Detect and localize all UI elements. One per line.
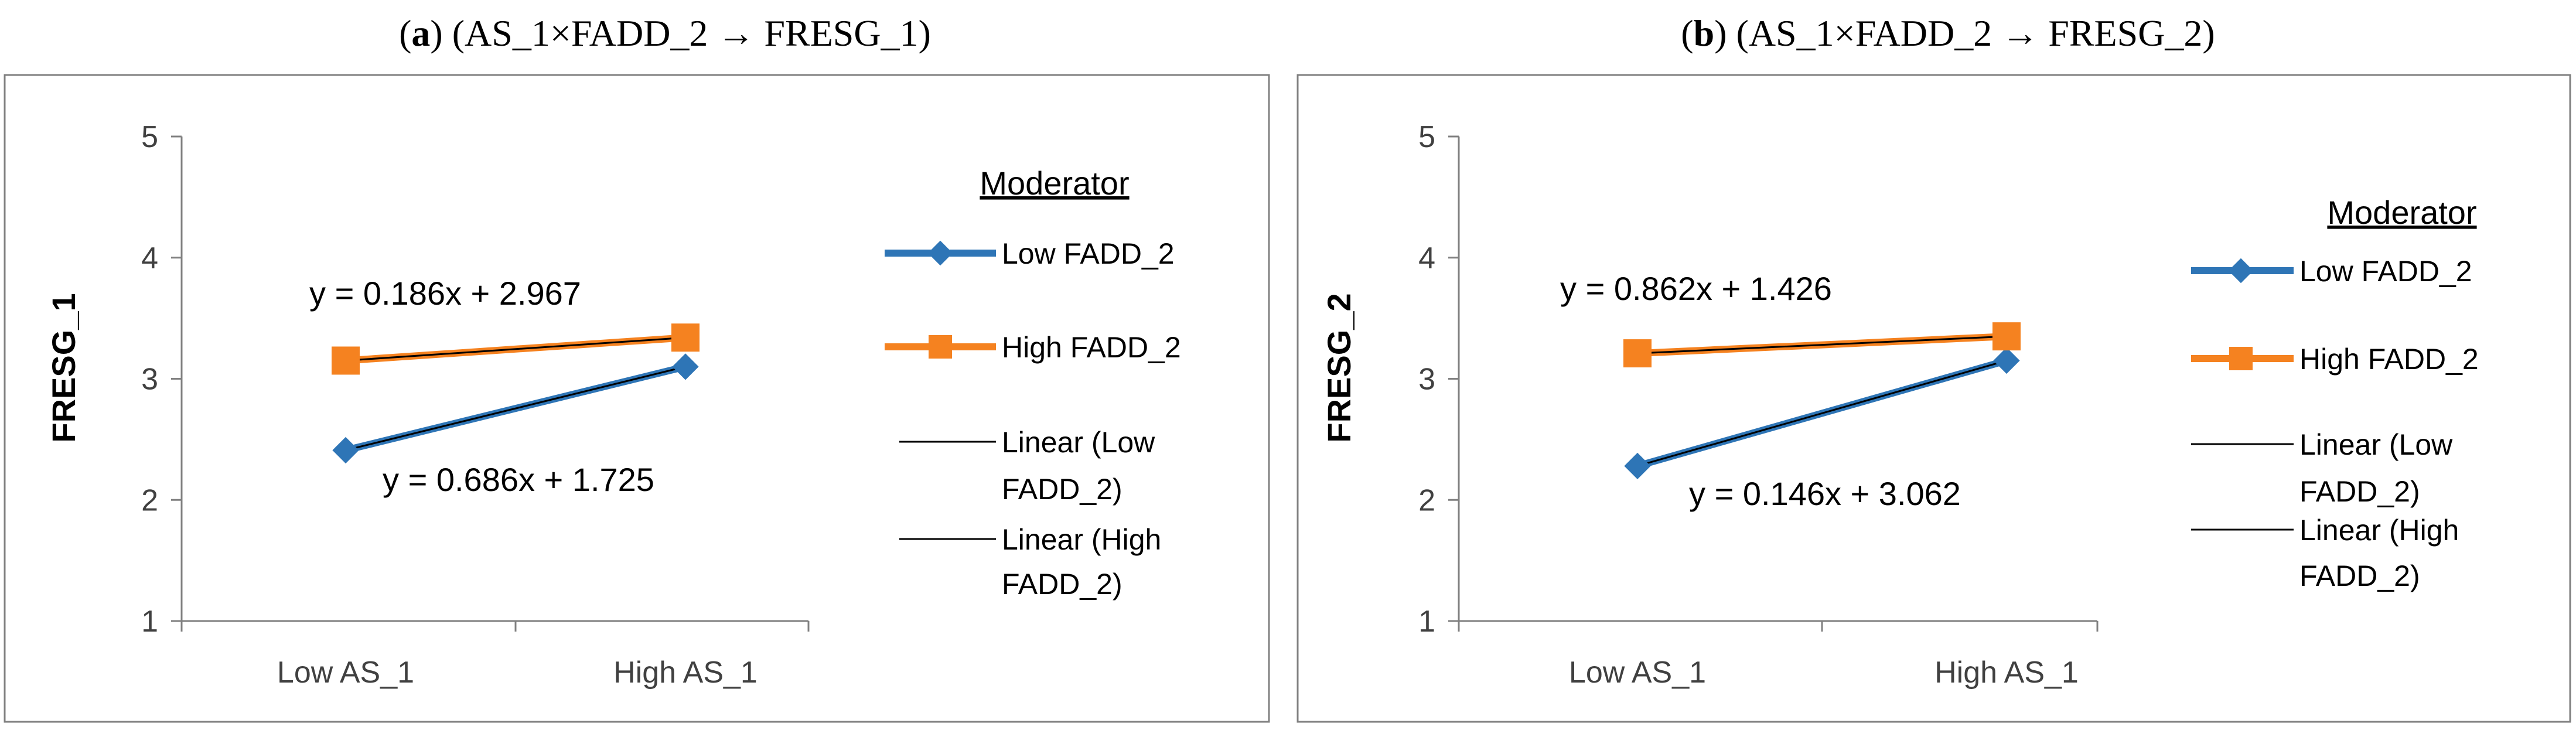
panel-a-legend-linear-high-1: Linear (High bbox=[1002, 523, 1161, 556]
panel-b-legend-marker-high bbox=[2229, 347, 2253, 370]
panel-a-equation-low: y = 0.686x + 1.725 bbox=[383, 461, 654, 498]
panel-b-legend-linear-high-2: FADD_2) bbox=[2299, 560, 2420, 592]
panel-b-title: (b) (AS_1×FADD_2 → FRESG_2) bbox=[1681, 12, 2215, 54]
panel-a-x-tick-label: Low AS_1 bbox=[277, 656, 414, 690]
panel-b-legend-high: High FADD_2 bbox=[2299, 343, 2479, 376]
panel-b-point-high-fadd-2 bbox=[1992, 322, 2021, 351]
panel-b-y-tick-label: 2 bbox=[1418, 483, 1435, 517]
panel-b-trendline-high-fadd-2 bbox=[1637, 335, 2007, 354]
panel-b-point-high-fadd-2 bbox=[1623, 339, 1652, 368]
panel-b-legend-linear-low-1: Linear (Low bbox=[2299, 428, 2453, 461]
panel-b-legend-marker-low bbox=[2228, 258, 2254, 284]
panel-b-x-tick-label: Low AS_1 bbox=[1569, 656, 1706, 690]
panel-b-x-ticks: Low AS_1 High AS_1 bbox=[1458, 621, 2099, 690]
panel-a-legend-linear-high-2: FADD_2) bbox=[1002, 568, 1122, 601]
panel-b-frame bbox=[1296, 74, 2571, 723]
panel-a-point-high-fadd-2 bbox=[671, 323, 700, 352]
panel-a-title-text: (AS_1×FADD_2 → FRESG_1) bbox=[452, 12, 931, 54]
panel-a-y-tick-label: 5 bbox=[141, 120, 158, 154]
panel-a-y-tick-label: 1 bbox=[141, 605, 158, 639]
panel-b: (b) (AS_1×FADD_2 → FRESG_2) FRESG_2 1 2 3 4… bbox=[1296, 12, 2571, 723]
panel-a-y-tick-label: 2 bbox=[141, 483, 158, 517]
panel-b-trendline-low-fadd-2 bbox=[1637, 360, 2007, 467]
panel-a: (a) (AS_1×FADD_2 → FRESG_1) FRESG_1 1 2 3 4… bbox=[4, 12, 1270, 723]
panel-b-y-tick-label: 5 bbox=[1418, 120, 1435, 154]
panel-b-legend-linear-high-1: Linear (High bbox=[2299, 514, 2459, 547]
panel-b-point-low-fadd-2 bbox=[1993, 347, 2020, 374]
panel-b-y-ticks: 1 2 3 4 5 bbox=[1418, 120, 1459, 639]
panel-a-point-low-fadd-2 bbox=[332, 436, 359, 464]
panel-a-y-tick-label: 4 bbox=[141, 241, 158, 275]
panel-a-legend-marker-low bbox=[927, 240, 953, 266]
panel-a-title: (a) (AS_1×FADD_2 → FRESG_1) bbox=[399, 12, 931, 54]
panel-a-x-tick-label: High AS_1 bbox=[613, 656, 758, 690]
panel-b-title-text: (AS_1×FADD_2 → FRESG_2) bbox=[1736, 12, 2215, 54]
panel-b-legend-title: Moderator bbox=[2327, 194, 2476, 231]
panel-b-y-tick-label: 4 bbox=[1418, 241, 1435, 275]
panel-b-title-letter: b bbox=[1694, 12, 1715, 54]
panel-a-legend-title: Moderator bbox=[980, 165, 1129, 202]
panel-a-lines bbox=[332, 323, 700, 464]
panel-b-y-tick-label: 1 bbox=[1418, 605, 1435, 639]
panel-b-point-low-fadd-2 bbox=[1624, 452, 1651, 479]
panel-b-x-tick-label: High AS_1 bbox=[1934, 656, 2079, 690]
panel-a-title-letter: a bbox=[411, 12, 430, 54]
panel-a-y-tick-label: 3 bbox=[141, 363, 158, 397]
panel-a-legend-linear-low-1: Linear (Low bbox=[1002, 426, 1155, 459]
panel-a-legend-marker-high bbox=[929, 335, 952, 359]
panel-a-equation-high: y = 0.186x + 2.967 bbox=[309, 275, 581, 312]
panel-a-trendline-low-fadd-2 bbox=[345, 366, 686, 451]
panel-b-y-tick-label: 3 bbox=[1418, 363, 1435, 397]
panel-b-equation-high: y = 0.862x + 1.426 bbox=[1560, 270, 1832, 307]
panel-a-trendline-high-fadd-2 bbox=[345, 336, 686, 361]
panel-b-equation-low: y = 0.146x + 3.062 bbox=[1689, 475, 1961, 512]
panel-b-legend: Moderator Low FADD_2 High FADD_2 Linear … bbox=[2191, 194, 2479, 592]
panel-a-legend-linear-low-2: FADD_2) bbox=[1002, 473, 1122, 506]
panel-b-lines bbox=[1623, 322, 2021, 479]
panel-a-legend: Moderator Low FADD_2 High FADD_2 Linear … bbox=[885, 165, 1181, 601]
panel-a-y-ticks: 1 2 3 4 5 bbox=[141, 120, 182, 639]
panel-a-frame bbox=[4, 74, 1270, 723]
panel-a-point-low-fadd-2 bbox=[672, 353, 699, 380]
panel-b-y-axis-title: FRESG_2 bbox=[1321, 293, 1357, 442]
panel-a-x-ticks: Low AS_1 High AS_1 bbox=[180, 621, 810, 690]
panel-b-legend-low: Low FADD_2 bbox=[2299, 255, 2472, 288]
panel-a-legend-low: Low FADD_2 bbox=[1002, 237, 1175, 270]
panel-a-legend-high: High FADD_2 bbox=[1002, 331, 1181, 364]
panel-a-point-high-fadd-2 bbox=[332, 346, 360, 375]
panel-a-y-axis-title: FRESG_1 bbox=[45, 293, 82, 442]
panel-b-legend-linear-low-2: FADD_2) bbox=[2299, 475, 2420, 508]
